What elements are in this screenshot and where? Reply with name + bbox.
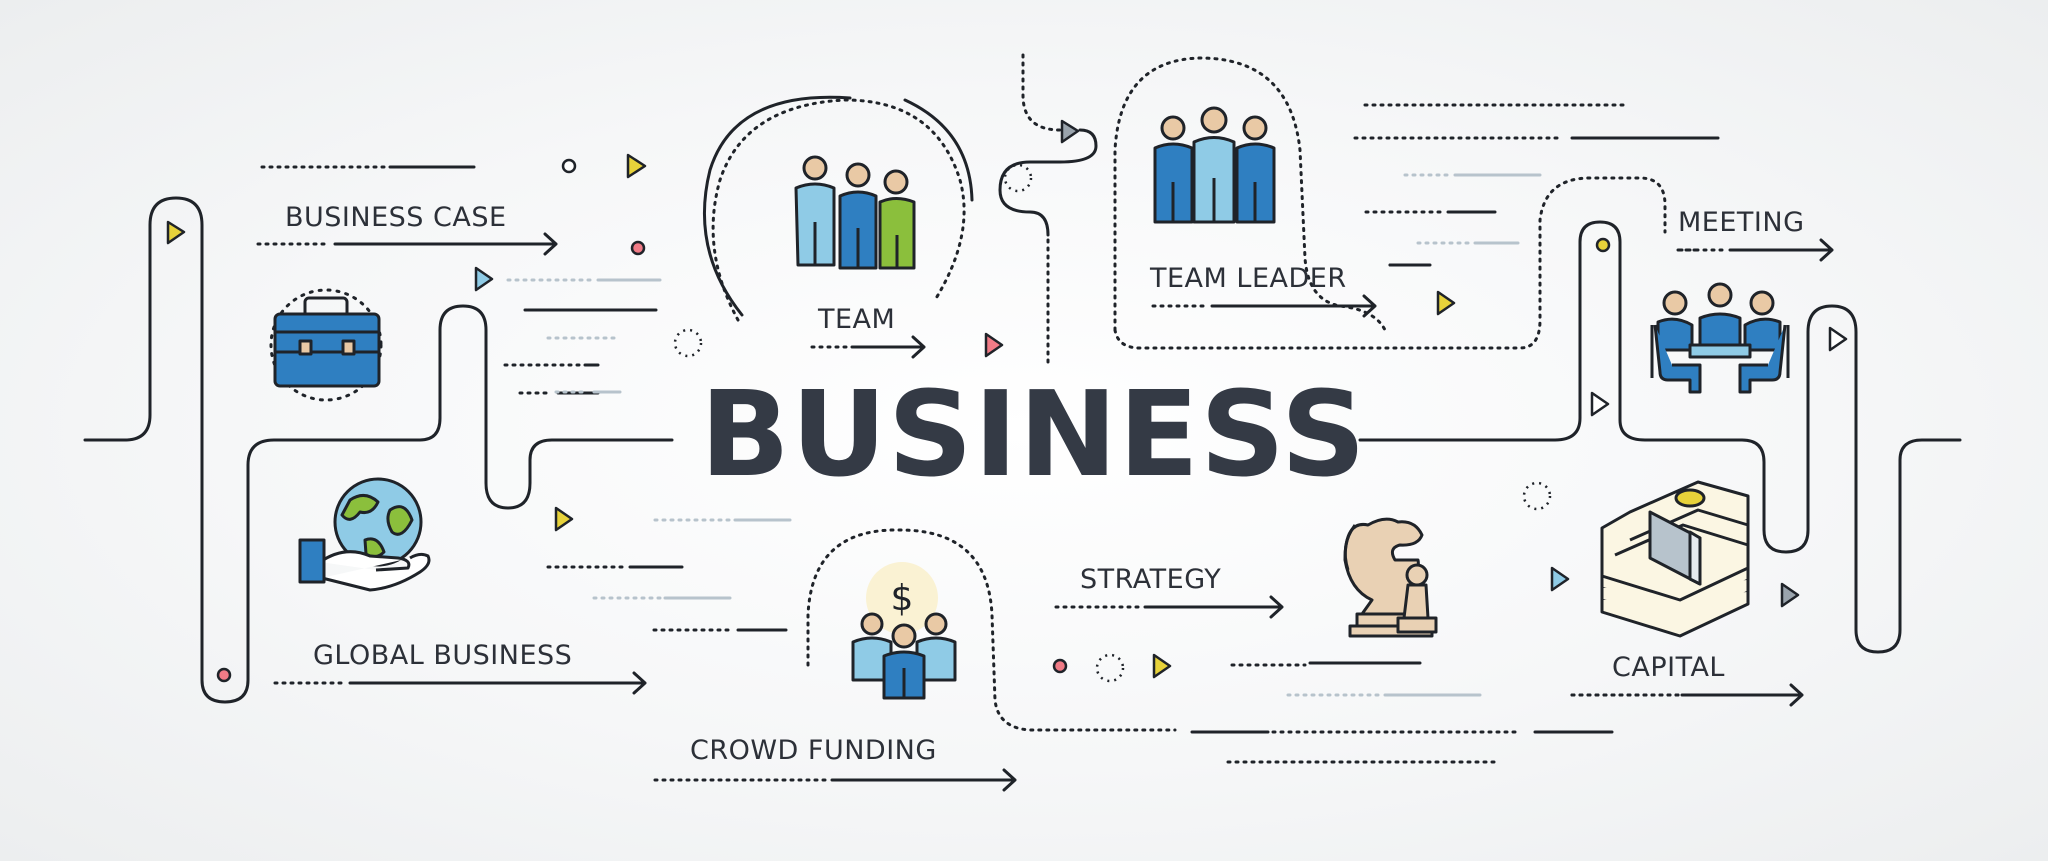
triangle-marker: [474, 266, 494, 292]
crowd-funding-icon: $: [851, 562, 957, 700]
triangle-marker: [1060, 119, 1080, 144]
triangle-marker: [166, 220, 186, 245]
left-winding-line: [83, 196, 674, 704]
money-stack-icon: [1600, 480, 1750, 638]
briefcase-icon: [273, 296, 381, 388]
svg-text:$: $: [891, 578, 914, 619]
triangle-marker: [1828, 326, 1848, 352]
crowd-funding-label: CROWD FUNDING: [690, 735, 937, 766]
team-leader-label: TEAM LEADER: [1150, 263, 1347, 294]
team-arc: [703, 95, 852, 317]
capital-label: CAPITAL: [1612, 652, 1725, 683]
triangle-marker: [626, 153, 647, 179]
triangle-marker: [1436, 290, 1456, 316]
meeting-label: MEETING: [1678, 207, 1805, 238]
meeting-icon: [1650, 282, 1790, 394]
team-leader-icon: [1153, 106, 1276, 224]
business-case-label: BUSINESS CASE: [285, 202, 507, 233]
team-arc-right: [903, 98, 974, 202]
right-winding-line: [1358, 220, 1962, 654]
team-label: TEAM: [818, 304, 896, 335]
team-leader-frame-bottom: [1113, 176, 1667, 350]
globe-hand-icon: [298, 477, 431, 592]
chess-knight-icon: [1343, 517, 1438, 638]
triangle-marker: [1550, 566, 1570, 592]
triangle-marker: [1152, 653, 1172, 679]
team-icon: [794, 155, 916, 270]
triangle-marker: [984, 332, 1004, 358]
team-frame: [711, 98, 966, 322]
page-title: BUSINESS: [700, 365, 1367, 503]
triangle-marker: [1590, 391, 1610, 417]
top-s-curve: [998, 128, 1098, 237]
triangle-marker: [554, 506, 574, 532]
strategy-label: STRATEGY: [1080, 564, 1222, 595]
global-business-label: GLOBAL BUSINESS: [313, 640, 573, 671]
triangle-marker: [1780, 582, 1800, 608]
